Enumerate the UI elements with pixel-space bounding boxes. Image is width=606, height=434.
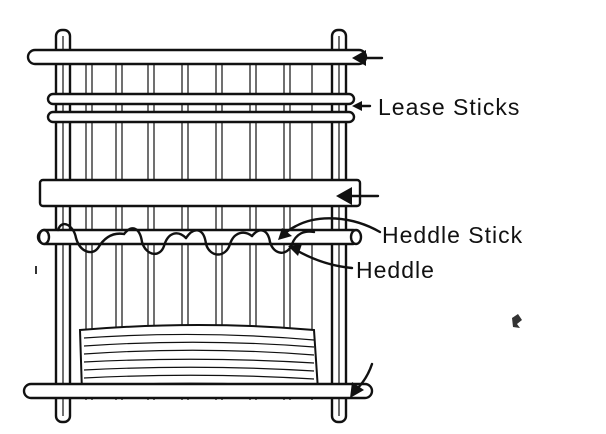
top-beam-arrow — [352, 50, 384, 66]
label-lease-sticks: Lease Sticks — [378, 94, 520, 120]
top-beam — [26, 48, 368, 66]
label-heddle-stick: Heddle Stick — [382, 222, 523, 248]
bottom-beam — [22, 382, 374, 400]
stray-marks — [35, 266, 522, 328]
label-heddle: Heddle — [356, 257, 435, 283]
shed-rod-arrow — [336, 187, 380, 205]
heddle-stick-leader — [278, 217, 382, 240]
heddle-loops — [56, 222, 316, 256]
bottom-beam-arrow — [350, 362, 374, 398]
heddle-leader — [288, 244, 354, 270]
lease-sticks-arrow — [352, 101, 372, 111]
right-post — [330, 28, 348, 424]
shed-rod — [38, 178, 362, 208]
lease-sticks — [46, 92, 356, 124]
